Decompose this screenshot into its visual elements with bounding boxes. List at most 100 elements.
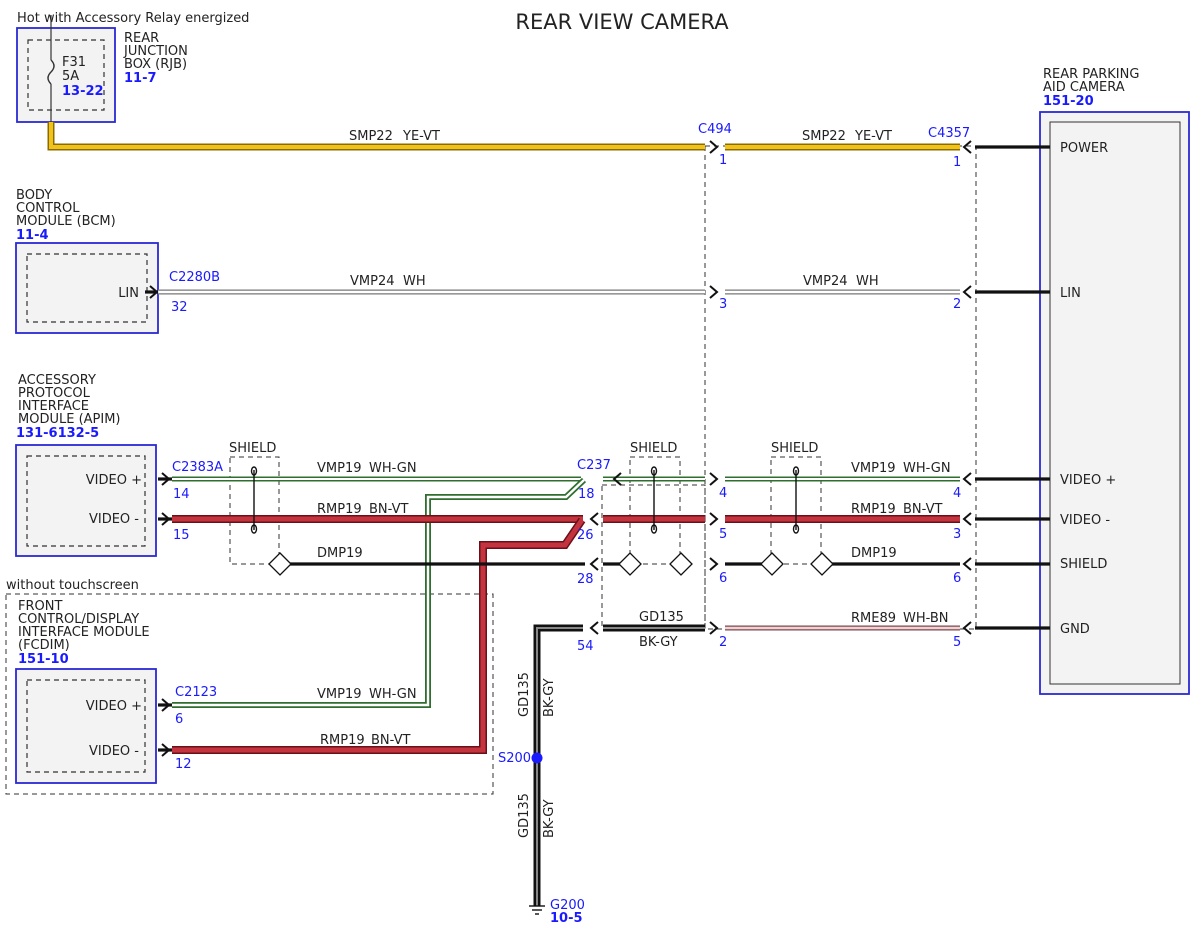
apim-pin-video-plus: VIDEO +: [86, 473, 142, 488]
apim-box: [15, 444, 157, 557]
fcdim-condition-label: without touchscreen: [6, 578, 139, 593]
pin-c237-26: 26: [577, 528, 594, 543]
connector-c2383a[interactable]: C2383A: [172, 460, 223, 475]
pin-fcdim-6: 6: [175, 712, 183, 727]
camera-pin-gnd: GND: [1060, 622, 1090, 637]
rjb-ref[interactable]: 11-7: [124, 71, 157, 86]
connector-c4357[interactable]: C4357: [928, 126, 970, 141]
wire-label-rmp19-fcdim-circuit: RMP19: [320, 733, 365, 748]
pin-c494-3: 3: [719, 297, 727, 312]
wire-label-rme89-circuit: RME89: [851, 611, 896, 626]
fuse-rating: 5A: [62, 69, 79, 84]
apim-name-line4: MODULE (APIM): [18, 412, 121, 427]
wire-label-gd135-color: BK-GY: [639, 635, 678, 650]
apim-ref[interactable]: 131-6132-5: [16, 426, 99, 441]
pin-c4357-5: 5: [953, 635, 961, 650]
camera-name-line1: REAR PARKING: [1043, 67, 1139, 82]
splice-name[interactable]: S200: [498, 751, 531, 766]
wire-label-vmp19-cam-color: WH-GN: [903, 461, 951, 476]
fcdim-pin-video-plus: VIDEO +: [86, 699, 142, 714]
camera-box: [1039, 111, 1190, 695]
connector-c237[interactable]: C237: [577, 458, 611, 473]
rjb-box: [16, 27, 116, 123]
pin-fcdim-12: 12: [175, 757, 192, 772]
bcm-box: [15, 242, 159, 334]
camera-pin-lin: LIN: [1060, 286, 1081, 301]
shield-drain-diamond-icons: [268, 552, 834, 576]
wire-label-gd135-v2-color: BK-GY: [542, 799, 557, 838]
wire-label-gd135-v2-circuit: GD135: [517, 793, 532, 838]
ground-name[interactable]: G200: [550, 898, 585, 913]
shield-label-c237: SHIELD: [630, 441, 677, 456]
fcdim-module: without touchscreen FRONT CONTROL/DISPLA…: [5, 578, 494, 795]
bcm-inner-box: [26, 253, 148, 323]
camera-pin-shield: SHIELD: [1060, 557, 1107, 572]
wire-label-gd135-v1-circuit: GD135: [517, 672, 532, 717]
shield-label-apim: SHIELD: [229, 441, 276, 456]
camera-pin-video-minus: VIDEO -: [1060, 513, 1110, 528]
wire-label-rmp19-cam-circuit: RMP19: [851, 502, 896, 517]
bcm-ref[interactable]: 11-4: [16, 228, 49, 243]
pin-c4357-2: 2: [953, 297, 961, 312]
wire-label-vmp19-cam-circuit: VMP19: [851, 461, 896, 476]
fcdim-name-line2: CONTROL/DISPLAY: [18, 612, 139, 627]
wire-label-smp22-b-circuit: SMP22: [802, 129, 846, 144]
connector-c2123[interactable]: C2123: [175, 685, 217, 700]
camera-module: REAR PARKING AID CAMERA 151-20 POWER LIN…: [1039, 67, 1190, 695]
rjb-inner-box: [27, 39, 105, 111]
camera-ref[interactable]: 151-20: [1043, 94, 1094, 109]
camera-name-line2: AID CAMERA: [1043, 80, 1125, 95]
fcdim-option-frame: [5, 593, 494, 795]
wire-label-gd135-circuit: GD135: [639, 610, 684, 625]
pin-apim-15: 15: [173, 528, 190, 543]
fcdim-ref[interactable]: 151-10: [18, 652, 69, 667]
wire-label-dmp19-cam-circuit: DMP19: [851, 546, 897, 561]
shield-frame-c237: [629, 456, 681, 565]
connector-c494[interactable]: C494: [698, 122, 732, 137]
camera-pin-video-plus: VIDEO +: [1060, 473, 1116, 488]
wire-label-rme89-color: WH-BN: [903, 611, 949, 626]
c494-c4357-frame: [704, 145, 977, 630]
pin-apim-14: 14: [173, 487, 190, 502]
bcm-name-line1: BODY: [16, 188, 52, 203]
wire-label-gd135-v1-color: BK-GY: [542, 678, 557, 717]
ground-ref[interactable]: 10-5: [550, 911, 583, 926]
pin-c4357-3: 3: [953, 527, 961, 542]
diagram-title: REAR VIEW CAMERA: [515, 10, 729, 34]
wire-label-rmp19-apim-circuit: RMP19: [317, 502, 362, 517]
fcdim-name-line1: FRONT: [18, 599, 62, 614]
fuse-ref[interactable]: 13-22: [62, 84, 104, 99]
fcdim-pin-video-minus: VIDEO -: [89, 744, 139, 759]
wire-label-vmp24-a-color: WH: [403, 274, 426, 289]
apim-name-line3: INTERFACE: [18, 399, 89, 414]
wire-smp22[interactable]: [47, 122, 1050, 151]
fcdim-name-line3: INTERFACE MODULE: [18, 625, 150, 640]
splice-dot-icon[interactable]: [531, 752, 543, 764]
pin-c4357-4: 4: [953, 486, 961, 501]
wire-label-vmp19-apim-circuit: VMP19: [317, 461, 362, 476]
pin-c494-2: 2: [719, 635, 727, 650]
apim-name-line1: ACCESSORY: [18, 373, 96, 388]
wire-label-vmp19-fcdim-color: WH-GN: [369, 687, 417, 702]
fcdim-box: [15, 668, 157, 784]
fcdim-inner-box: [26, 679, 146, 773]
bcm-pin-lin: LIN: [118, 286, 139, 301]
pin-c494-4: 4: [719, 486, 727, 501]
wire-label-vmp24-a-circuit: VMP24: [350, 274, 395, 289]
connector-c2280b[interactable]: C2280B: [169, 270, 220, 285]
rjb-condition-label: Hot with Accessory Relay energized: [17, 11, 249, 26]
apim-name-line2: PROTOCOL: [18, 386, 91, 401]
fcdim-name-line4: (FCDIM): [18, 638, 70, 653]
shield-twist-icons: [250, 466, 800, 534]
fuse-name: F31: [62, 55, 86, 70]
bcm-name-line3: MODULE (BCM): [16, 214, 116, 229]
wire-label-vmp19-apim-color: WH-GN: [369, 461, 417, 476]
rjb-name-line2: JUNCTION: [123, 44, 188, 59]
wire-label-dmp19-apim-circuit: DMP19: [317, 546, 363, 561]
pin-c237-54: 54: [577, 639, 594, 654]
wire-gd135[interactable]: [533, 624, 705, 906]
apim-pin-video-minus: VIDEO -: [89, 512, 139, 527]
pin-bcm-32: 32: [171, 300, 188, 315]
apim-module: ACCESSORY PROTOCOL INTERFACE MODULE (API…: [15, 373, 157, 557]
